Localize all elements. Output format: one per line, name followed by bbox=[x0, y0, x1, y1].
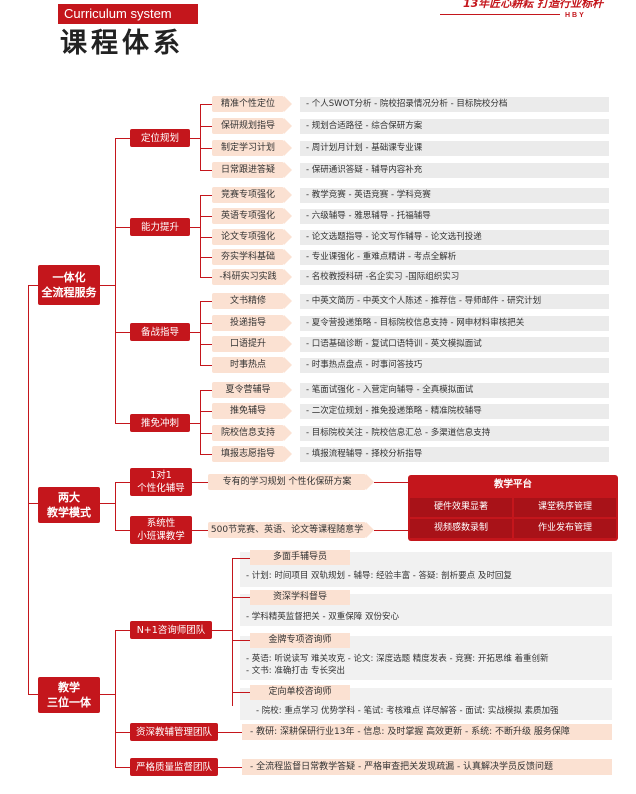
item-dingwei-3: 日常跟进答疑 bbox=[212, 162, 292, 178]
brand-logo: HBY bbox=[565, 12, 586, 19]
item-tuimian-0: 夏令营辅导 bbox=[212, 382, 292, 398]
item-nengli-4: -科研实习实践 bbox=[212, 269, 292, 285]
item-beizhan-3: 时事热点 bbox=[212, 357, 292, 373]
header-divider bbox=[440, 14, 560, 15]
item-tuimian-1: 推免辅导 bbox=[212, 403, 292, 419]
item-beizhan-0: 文书精修 bbox=[212, 293, 292, 309]
teaching-platform: 教学平台 硬件效果显著 课堂秩序管理 视频感数录制 作业发布管理 bbox=[408, 475, 618, 541]
node-tuimian: 推免冲刺 bbox=[130, 414, 190, 432]
slogan: 13年匠心耕耘 打造行业标杆 bbox=[463, 0, 604, 10]
root-yitihua: 一体化 全流程服务 bbox=[38, 265, 100, 305]
item-dingwei-0: 精准个性定位 bbox=[212, 96, 292, 112]
detail-tuimian-2: - 目标院校关注 - 院校信息汇总 - 多渠道信息支持 bbox=[300, 426, 609, 441]
detail-dingwei-2: - 周计划月计划 - 基础课专业课 bbox=[300, 141, 609, 156]
header-en-title: Curriculum system bbox=[58, 4, 198, 24]
platform-title: 教学平台 bbox=[493, 479, 532, 490]
item-nengli-2: 论文专项强化 bbox=[212, 229, 292, 245]
node-nengli: 能力提升 bbox=[130, 218, 190, 236]
node-yange: 严格质量监督团队 bbox=[130, 758, 218, 776]
n1-section-line-2b: - 文书: 准确打击 专长突出 bbox=[246, 666, 346, 676]
detail-nengli-0: - 教学竞赛 - 英语竞赛 - 学科竞赛 bbox=[300, 188, 609, 203]
n1-section-line-2a: - 英语: 听说读写 难关攻克 - 论文: 深度选题 精度发表 - 竞赛: 开拓… bbox=[246, 654, 549, 664]
detail-tuimian-0: - 笔面试强化 - 入营定向辅导 - 全真模拟面试 bbox=[300, 383, 609, 398]
node-ziyuan: 资深教辅管理团队 bbox=[130, 723, 218, 741]
ziyuan-detail: - 教研: 深耕保研行业13年 - 信息: 及时掌握 高效更新 - 系统: 不断… bbox=[242, 724, 612, 740]
n1-section-title-1: 资深学科督导 bbox=[250, 590, 350, 605]
item-beizhan-2: 口语提升 bbox=[212, 336, 292, 352]
n1-section-line-1: - 学科精英监督把关 - 双重保障 双份安心 bbox=[246, 612, 399, 622]
n1-section-line-3: - 院校: 重点学习 优势学科 - 笔试: 考核难点 详尽解答 - 面试: 实战… bbox=[256, 706, 559, 716]
item-tuimian-2: 院校信息支持 bbox=[212, 425, 292, 441]
item-nengli-0: 竞赛专项强化 bbox=[212, 187, 292, 203]
node-beizhan: 备战指导 bbox=[130, 323, 190, 341]
n1-section-title-0: 多面手辅导员 bbox=[250, 550, 350, 565]
root-liangda: 两大 教学模式 bbox=[38, 487, 100, 523]
platform-cell: 视频感数录制 bbox=[410, 519, 512, 538]
node-dingwei: 定位规划 bbox=[130, 129, 190, 147]
platform-cell: 作业发布管理 bbox=[514, 519, 616, 538]
node-xiaoban: 系统性 小班课教学 bbox=[130, 516, 192, 544]
detail-tuimian-1: - 二次定位规划 - 推免投递策略 - 精准院校辅导 bbox=[300, 404, 609, 419]
platform-cell: 硬件效果显著 bbox=[410, 498, 512, 517]
detail-nengli-3: - 专业课强化 - 重难点精讲 - 考点全解析 bbox=[300, 250, 609, 265]
root-jiaoxue: 教学 三位一体 bbox=[38, 677, 100, 713]
detail-beizhan-0: - 中英文简历 - 中英文个人陈述 - 推荐信 - 导师邮件 - 研究计划 bbox=[300, 294, 609, 309]
mode-gexinghua: 专有的学习规划 个性化保研方案 bbox=[208, 474, 374, 490]
n1-section-title-2: 金牌专项咨询师 bbox=[250, 633, 350, 648]
node-n1: N+1咨询师团队 bbox=[130, 621, 212, 639]
mode-xiaoban: 500节竞赛、英语、论文等课程随意学 bbox=[208, 522, 374, 538]
detail-beizhan-2: - 口语基础诊断 - 复试口语特训 - 英文模拟面试 bbox=[300, 337, 609, 352]
item-nengli-1: 英语专项强化 bbox=[212, 208, 292, 224]
n1-section-title-3: 定向单校咨询师 bbox=[250, 685, 350, 700]
detail-dingwei-3: - 保研通识答疑 - 辅导内容补充 bbox=[300, 163, 609, 178]
detail-tuimian-3: - 填报流程辅导 - 择校分析指导 bbox=[300, 447, 609, 462]
n1-section-line-0: - 计划: 时间项目 双轨规划 - 辅导: 经验丰富 - 答疑: 剖析要点 及时… bbox=[246, 571, 512, 581]
trunk-line bbox=[28, 285, 29, 695]
item-tuimian-3: 填报志愿指导 bbox=[212, 446, 292, 462]
item-dingwei-1: 保研规划指导 bbox=[212, 118, 292, 134]
detail-dingwei-1: - 规划合适路径 - 综合保研方案 bbox=[300, 119, 609, 134]
platform-cell: 课堂秩序管理 bbox=[514, 498, 616, 517]
detail-nengli-1: - 六级辅导 - 雅思辅导 - 托福辅导 bbox=[300, 209, 609, 224]
yange-detail: - 全流程监督日常教学答疑 - 严格审查把关发现疏漏 - 认真解决学员反馈问题 bbox=[242, 759, 612, 775]
node-gexinghua: 1对1 个性化辅导 bbox=[130, 468, 192, 496]
page-title: 课程体系 bbox=[60, 28, 184, 59]
item-nengli-3: 夯实学科基础 bbox=[212, 249, 292, 265]
detail-nengli-4: - 名校教授科研 -名企实习 -国际组织实习 bbox=[300, 270, 609, 285]
detail-nengli-2: - 论文选题指导 - 论文写作辅导 - 论文选刊投递 bbox=[300, 230, 609, 245]
detail-beizhan-3: - 时事热点盘点 - 时事问答技巧 bbox=[300, 358, 609, 373]
detail-dingwei-0: - 个人SWOT分析 - 院校招录情况分析 - 目标院校分档 bbox=[300, 97, 609, 112]
item-beizhan-1: 投递指导 bbox=[212, 315, 292, 331]
item-dingwei-2: 制定学习计划 bbox=[212, 140, 292, 156]
detail-beizhan-1: - 夏令营投递策略 - 目标院校信息支持 - 网申材料审核把关 bbox=[300, 316, 609, 331]
